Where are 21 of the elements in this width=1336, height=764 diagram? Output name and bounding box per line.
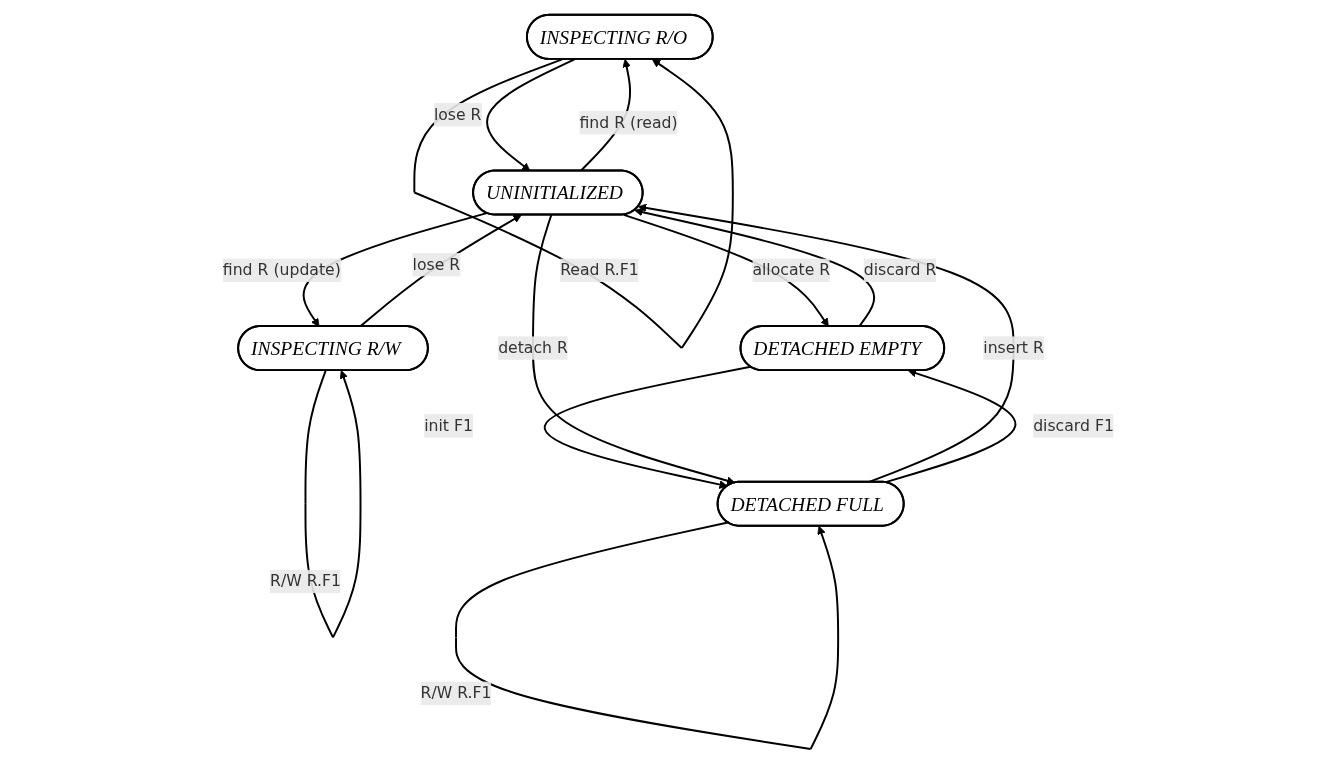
arrow xyxy=(531,214,735,485)
arrow xyxy=(485,58,576,172)
edge-label: discard R xyxy=(863,260,936,280)
edge-label: insert R xyxy=(982,338,1044,357)
arrow xyxy=(302,212,488,327)
edge-label: lose R xyxy=(433,104,482,124)
arrow xyxy=(543,365,752,489)
edge-label: R/W R.F1 xyxy=(269,571,341,591)
arrow xyxy=(454,521,839,751)
arrow xyxy=(637,203,1015,484)
edge-label: detach R xyxy=(497,338,568,357)
edge-label: R/W R.F1 xyxy=(420,683,492,703)
edge-label: init F1 xyxy=(423,416,473,435)
arrow xyxy=(358,214,522,328)
edge-label: find R (update) xyxy=(222,260,341,280)
edge-label: discard F1 xyxy=(1032,416,1114,435)
edge-label: Read R.F1 xyxy=(559,260,639,280)
edge-label: find R (read) xyxy=(579,112,678,132)
arrow xyxy=(633,207,875,328)
edge-label: lose R xyxy=(412,254,460,274)
edge-label: allocate R xyxy=(752,260,830,280)
